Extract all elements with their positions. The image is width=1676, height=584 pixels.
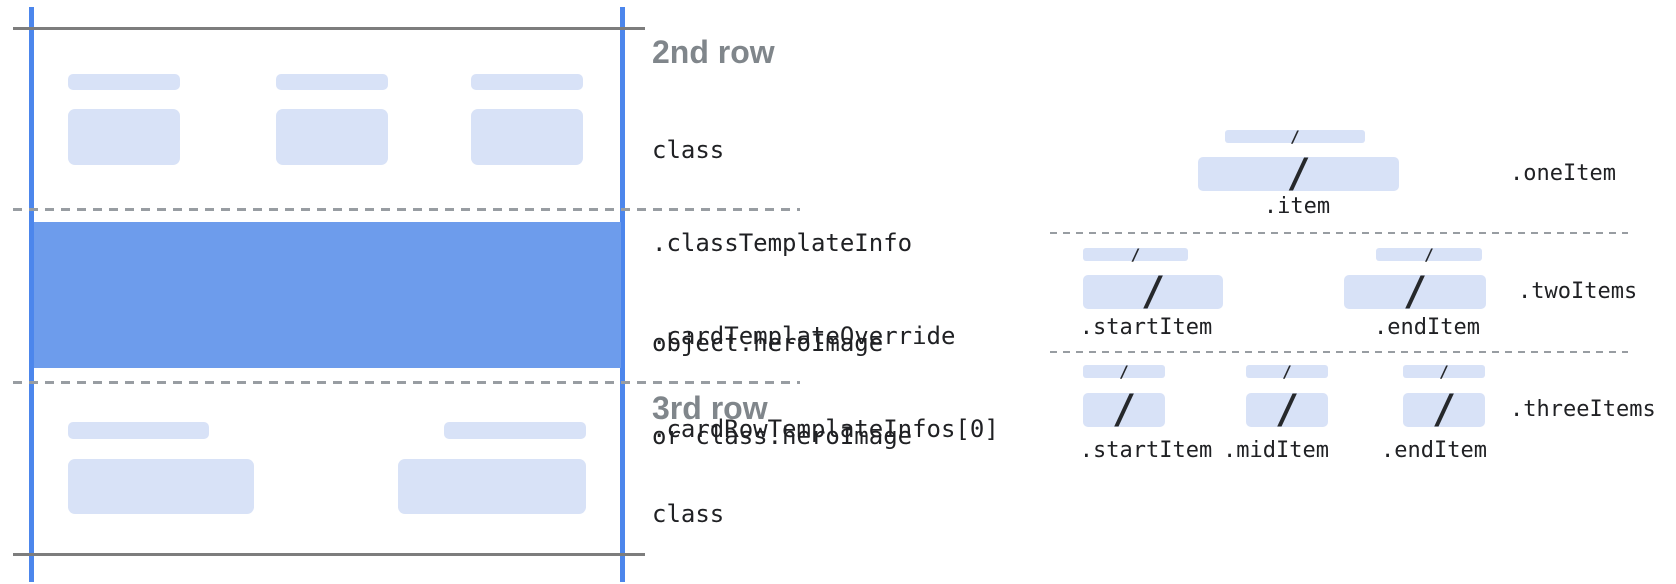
item-field-label: .item: [1263, 194, 1331, 219]
slash-placeholder: /: [1286, 151, 1311, 197]
field-label-placeholder: [444, 422, 586, 439]
field-label-placeholder: [68, 74, 180, 90]
slash-placeholder: /: [1119, 362, 1129, 381]
code-line: class: [652, 136, 725, 164]
item-label-bar: /: [1225, 127, 1365, 146]
item-field-label: .startItem: [1079, 438, 1213, 463]
slash-placeholder: /: [1431, 387, 1457, 433]
item-value-bar: /: [1403, 387, 1485, 433]
item-value-bar: /: [1083, 387, 1165, 433]
item-label-bar: /: [1083, 362, 1165, 381]
card-right-edge-line: [620, 7, 625, 582]
two-items-section-label: .twoItems: [1518, 279, 1638, 304]
card-left-edge-line: [29, 7, 34, 582]
field-value-placeholder: [68, 109, 180, 165]
slash-placeholder: /: [1424, 245, 1434, 264]
slash-placeholder: /: [1439, 362, 1449, 381]
item-field-label: .startItem: [1079, 315, 1213, 340]
card-bottom-boundary-line: [13, 553, 645, 556]
code-line: .cardTemplateOverride: [652, 322, 956, 350]
slash-placeholder: /: [1282, 362, 1292, 381]
item-value-bar: /: [1083, 269, 1223, 315]
field-value-placeholder: [68, 459, 254, 514]
field-label-placeholder: [471, 74, 583, 90]
item-label-bar: /: [1246, 362, 1328, 381]
field-label-placeholder: [68, 422, 209, 439]
second-row-heading: 2nd row: [652, 34, 775, 70]
field-value-placeholder: [276, 109, 388, 165]
second-row-dashed-divider: [13, 208, 800, 211]
hero-image-placeholder: [34, 222, 621, 368]
three-items-section-label: .threeItems: [1510, 397, 1656, 422]
slash-placeholder: /: [1130, 245, 1141, 264]
hero-image-dashed-divider: [13, 381, 800, 384]
slash-placeholder: /: [1111, 387, 1137, 433]
item-label-bar: /: [1403, 362, 1485, 381]
item-value-bar: /: [1246, 387, 1328, 433]
code-line: .classTemplateInfo: [652, 229, 913, 257]
code-line: or class.heroImage: [652, 422, 913, 450]
item-label-bar: /: [1083, 245, 1188, 264]
third-row-code-path: class .classTemplateInfo .cardTemplateOv…: [652, 437, 999, 584]
slash-placeholder: /: [1290, 127, 1300, 146]
field-value-placeholder: [471, 109, 583, 165]
second-row-code-path: class .classTemplateInfo .cardTemplateOv…: [652, 73, 999, 507]
item-field-label: .midItem: [1223, 438, 1329, 463]
code-line: class: [652, 500, 725, 528]
hero-image-code-path: object.heroImage or class.heroImage: [652, 266, 912, 514]
one-item-section-label: .oneItem: [1510, 161, 1616, 186]
third-row-heading: 3rd row: [652, 390, 768, 426]
section-dashed-divider: [1050, 232, 1628, 234]
item-value-bar: /: [1344, 269, 1486, 315]
slash-placeholder: /: [1274, 387, 1300, 433]
field-value-placeholder: [398, 459, 586, 514]
code-line: .cardRowTemplateInfos[0]: [652, 415, 999, 443]
slash-placeholder: /: [1402, 269, 1428, 315]
item-value-bar: /: [1198, 151, 1399, 197]
item-field-label: .endItem: [1381, 438, 1487, 463]
card-top-boundary-line: [13, 27, 645, 30]
field-label-placeholder: [276, 74, 388, 90]
item-label-bar: /: [1376, 245, 1482, 264]
code-line: object.heroImage: [652, 329, 884, 357]
section-dashed-divider: [1050, 351, 1628, 353]
slash-placeholder: /: [1140, 269, 1166, 315]
item-field-label: .endItem: [1374, 315, 1480, 340]
